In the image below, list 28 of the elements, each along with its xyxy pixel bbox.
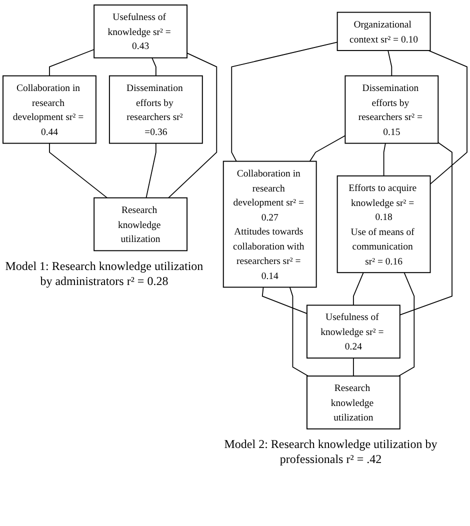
connector: [309, 135, 346, 162]
connector: [352, 358, 354, 376]
connector: [146, 142, 156, 198]
node-box: Usefulness of knowledge sr² = 0.24: [306, 304, 400, 359]
connector: [49, 142, 108, 198]
connector: [49, 49, 95, 76]
connector: [152, 57, 156, 76]
node-box: Research knowledge utilization: [94, 197, 188, 252]
connector: [388, 50, 392, 76]
connector: [352, 272, 364, 306]
node-box: Collaboration in research development sr² = 0.44: [2, 75, 96, 144]
connector: [399, 142, 452, 316]
connector: [168, 52, 218, 198]
node-box: Dissemination efforts by researchers sr² = 0.15: [344, 75, 439, 144]
figure-caption: Model 2: Research knowledge utilization by professionals r² = .42: [223, 436, 438, 467]
connector: [231, 42, 338, 162]
node-box: Dissemination efforts by researchers sr² =0.36: [108, 75, 203, 144]
connector: [383, 142, 386, 176]
connector: [398, 272, 415, 376]
node-box: Efforts to acquire knowledge sr² = 0.18 Use of means of communication sr² = 0.16: [336, 175, 431, 274]
node-box: Usefulness of knowledge sr² = 0.43: [94, 4, 188, 58]
connector: [428, 50, 468, 184]
connector: [289, 286, 309, 376]
connector: [262, 286, 308, 314]
node-box: Research knowledge utilization: [306, 376, 400, 430]
node-box: Organizational context sr² = 0.10: [336, 12, 431, 52]
figure-caption: Model 1: Research knowledge utilization by administrators r² = 0.28: [4, 258, 204, 289]
node-box: Collaboration in research development sr² = 0.27 Attitudes towards collaboration with researchers sr² = 0.14: [222, 160, 317, 288]
